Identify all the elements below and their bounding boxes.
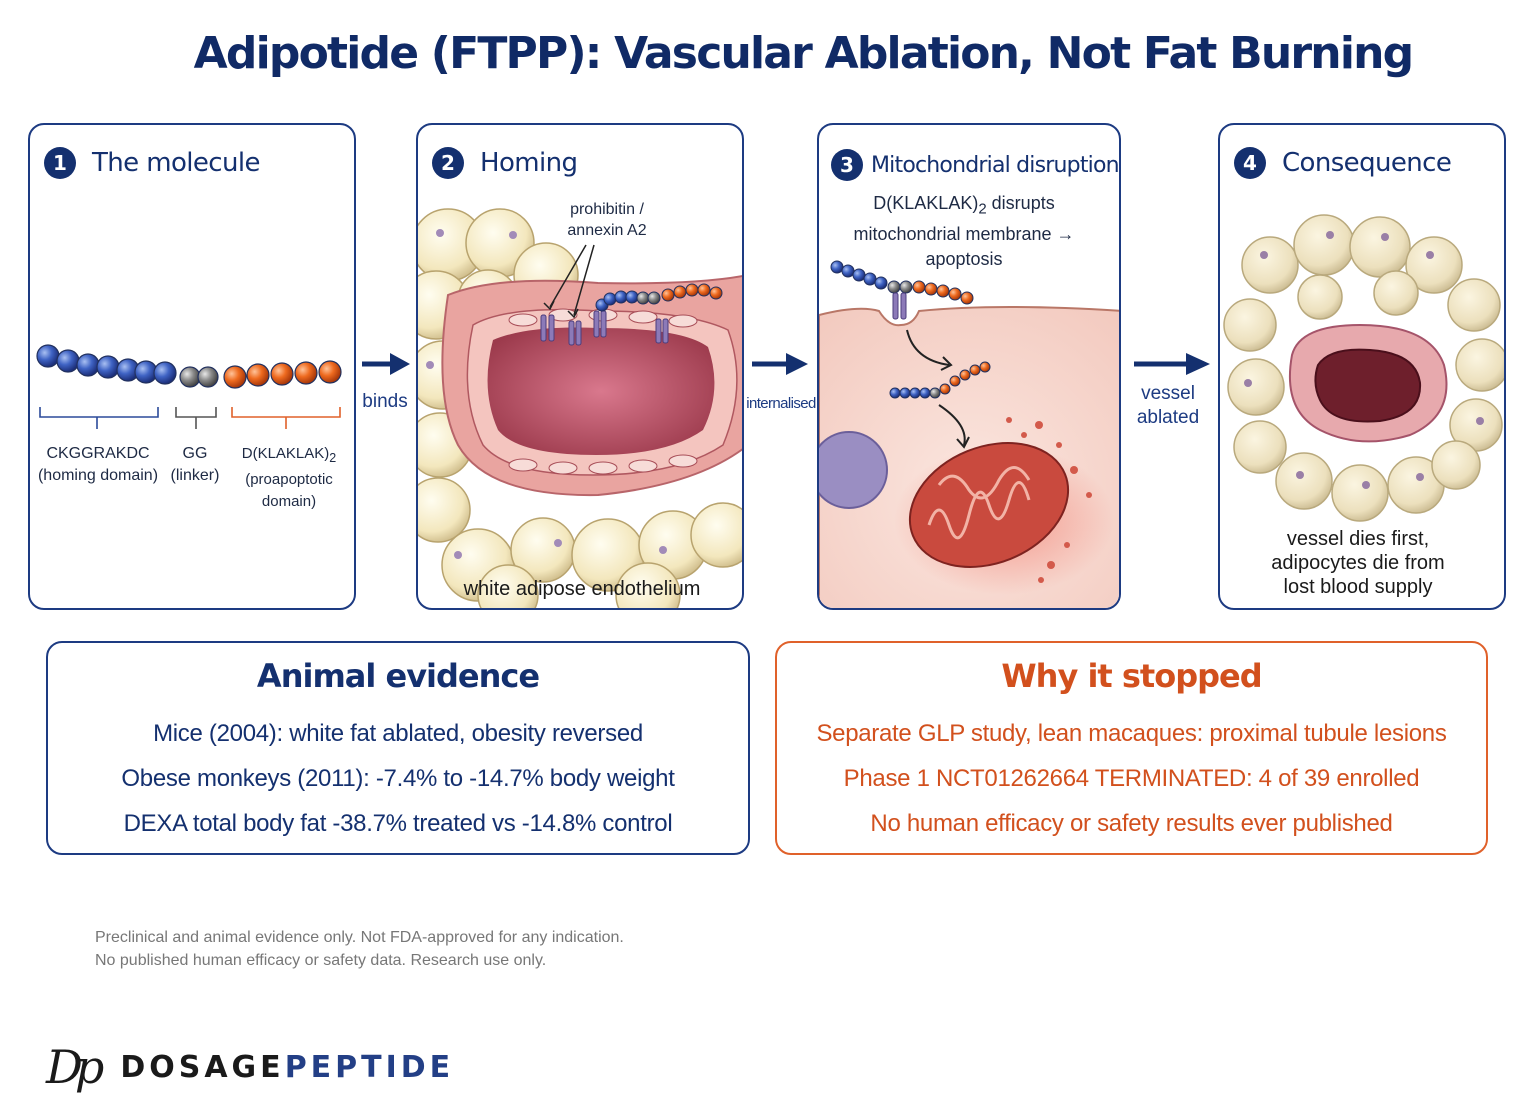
panel-homing: prohibitin / annexin A2 white adipose en… bbox=[416, 123, 744, 610]
mechanism-line1: D(KLAKLAK)2 disrupts bbox=[873, 193, 1055, 218]
proapoptotic-caption: (proapoptotic domain) bbox=[245, 471, 333, 510]
panel-header: 2 Homing bbox=[432, 147, 578, 179]
proapoptotic-domain-label: D(KLAKLAK)2 (proapoptotic domain) bbox=[224, 443, 354, 513]
consequence-line2: adipocytes die from bbox=[1271, 552, 1445, 574]
animal-evidence-heading: Animal evidence bbox=[256, 657, 540, 695]
arrow-right-icon bbox=[1134, 353, 1210, 375]
vessel-in-adipose-illustration bbox=[418, 208, 742, 608]
panel-title: Consequence bbox=[1282, 148, 1452, 178]
step-number-badge: 2 bbox=[432, 147, 464, 179]
animal-evidence-box: Animal evidence Mice (2004): white fat a… bbox=[46, 641, 750, 855]
step-number-badge: 3 bbox=[831, 149, 863, 181]
receptor-label-line1: prohibitin / bbox=[570, 201, 644, 218]
brand-name-part1: DOSAGE bbox=[120, 1049, 285, 1085]
receptor-label: prohibitin / annexin A2 bbox=[542, 199, 672, 241]
brand-logo: Dp DOSAGE PEPTIDE bbox=[46, 1040, 454, 1094]
mechanism-line3: apoptosis bbox=[925, 248, 1003, 269]
stopped-reason-line: Phase 1 NCT01262664 TERMINATED: 4 of 39 … bbox=[843, 765, 1420, 792]
peptide-chain-illustration bbox=[36, 344, 342, 429]
arrow-label-line2: ablated bbox=[1136, 407, 1200, 428]
consequence-caption: vessel dies first, adipocytes die from l… bbox=[1220, 527, 1496, 599]
stopped-reason-line: No human efficacy or safety results ever… bbox=[870, 810, 1393, 837]
disclaimer-line1: Preclinical and animal evidence only. No… bbox=[95, 929, 624, 946]
panel-title: The molecule bbox=[92, 148, 260, 178]
consequence-line3: lost blood supply bbox=[1283, 576, 1433, 598]
arrow-label-binds: binds bbox=[362, 391, 408, 412]
page-title: Adipotide (FTPP): Vascular Ablation, Not… bbox=[193, 28, 1415, 79]
linker-caption: (linker) bbox=[170, 467, 220, 484]
step-number-badge: 1 bbox=[44, 147, 76, 179]
panel-header: 4 Consequence bbox=[1234, 147, 1452, 179]
why-it-stopped-heading: Why it stopped bbox=[1001, 657, 1262, 695]
step-number-badge: 4 bbox=[1234, 147, 1266, 179]
arrow-label-vessel-ablated: vessel ablated bbox=[1130, 382, 1206, 430]
brand-name-part2: PEPTIDE bbox=[284, 1049, 455, 1085]
stopped-reason-line: Separate GLP study, lean macaques: proxi… bbox=[816, 720, 1447, 747]
mechanism-line2: mitochondrial membrane → bbox=[853, 223, 1075, 244]
panel-molecule: 1 The molecule CKGGRAKDC (homing domain)… bbox=[28, 123, 356, 610]
panel-title: Homing bbox=[480, 148, 578, 178]
panel-mitochondrial-disruption: 3 Mitochondrial disruption D(KLAKLAK)2 d… bbox=[817, 123, 1121, 610]
panel-header: 1 The molecule bbox=[44, 147, 260, 179]
arrow-right-icon bbox=[752, 353, 808, 375]
proapoptotic-sequence: D(KLAKLAK)2 bbox=[241, 445, 337, 465]
evidence-line: DEXA total body fat -38.7% treated vs -1… bbox=[123, 810, 673, 837]
disclaimer-footnote: Preclinical and animal evidence only. No… bbox=[95, 926, 624, 972]
why-it-stopped-box: Why it stopped Separate GLP study, lean … bbox=[775, 641, 1488, 855]
evidence-line: Obese monkeys (2011): -7.4% to -14.7% bo… bbox=[121, 765, 675, 792]
homing-caption: white adipose endothelium bbox=[463, 578, 701, 600]
linker-sequence: GG bbox=[182, 445, 208, 462]
ablated-vessel-illustration bbox=[1223, 214, 1504, 522]
panel-title: Mitochondrial disruption bbox=[871, 152, 1119, 178]
arrow-label-line1: vessel bbox=[1141, 383, 1195, 404]
arrow-label-internalised: internalised bbox=[746, 395, 816, 412]
mechanism-description: D(KLAKLAK)2 disrupts mitochondrial membr… bbox=[819, 191, 1109, 272]
consequence-line1: vessel dies first, bbox=[1286, 528, 1430, 550]
homing-caption: (homing domain) bbox=[37, 467, 159, 484]
panel-consequence: 4 Consequence vessel dies first, adipocy… bbox=[1218, 123, 1506, 610]
logo-mark: Dp bbox=[46, 1040, 104, 1094]
homing-sequence: CKGGRAKDC bbox=[46, 445, 150, 462]
evidence-line: Mice (2004): white fat ablated, obesity … bbox=[153, 720, 643, 747]
linker-label: GG (linker) bbox=[168, 443, 222, 487]
panel-header: 3 Mitochondrial disruption bbox=[831, 149, 1119, 181]
arrow-right-icon bbox=[362, 353, 410, 375]
mitochondria-apoptosis-illustration bbox=[819, 260, 1119, 608]
homing-domain-label: CKGGRAKDC (homing domain) bbox=[36, 443, 160, 487]
receptor-label-line2: annexin A2 bbox=[567, 222, 647, 239]
disclaimer-line2: No published human efficacy or safety da… bbox=[95, 952, 547, 969]
